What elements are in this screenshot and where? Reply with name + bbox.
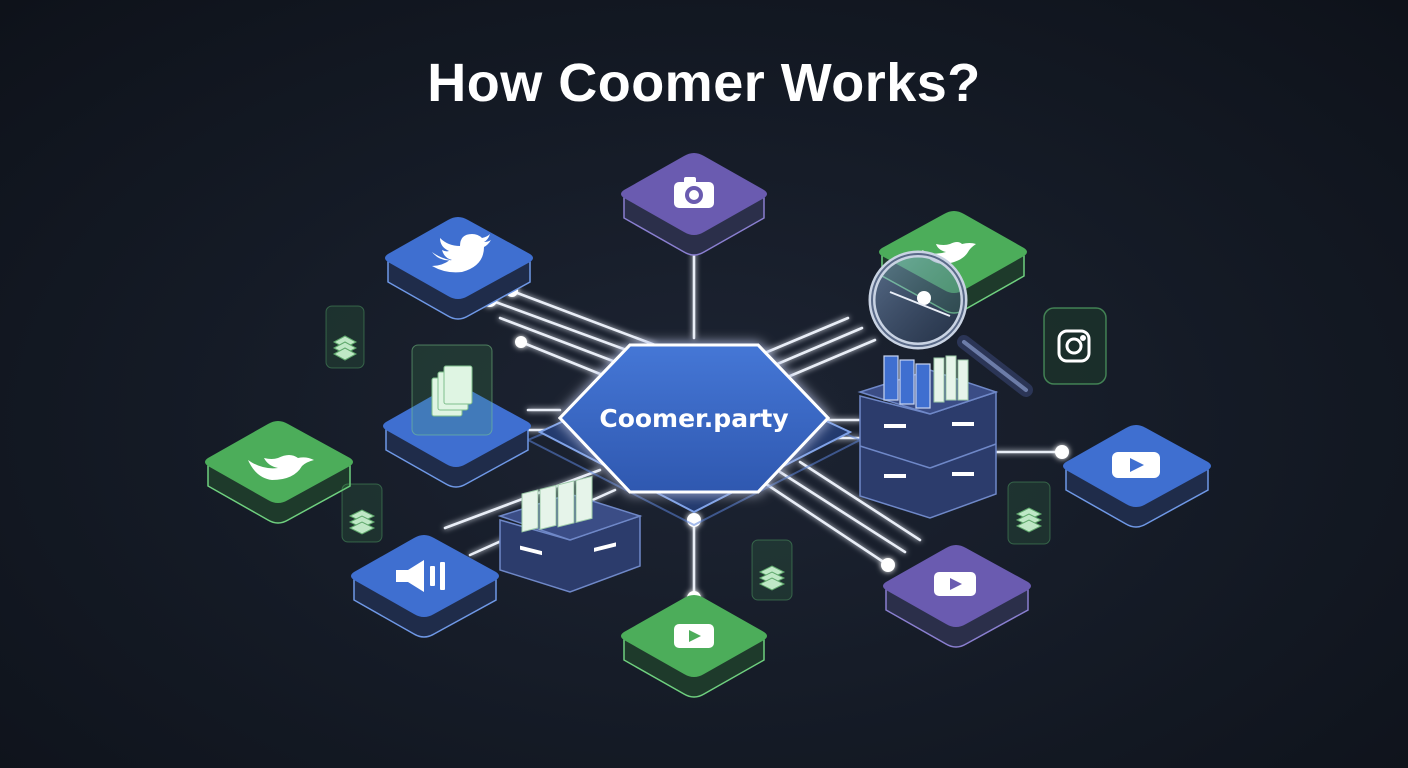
play-icon [1112,452,1160,478]
node-instagram-right[interactable] [1043,307,1107,385]
database-cube [341,483,383,543]
twitter-bird-icon [248,455,314,480]
instagram-icon [1057,329,1091,363]
hub-node[interactable]: Coomer.party [525,343,863,527]
file-stack-icon [431,365,473,417]
speaker-icon [396,560,445,592]
connector-dot [515,336,527,348]
play-icon [674,624,714,648]
document-stack-icon [521,475,593,533]
connector-dot [881,558,895,572]
connector-top-right [758,316,850,357]
twitter-bird-icon [432,234,491,273]
hub-label: Coomer.party [599,404,788,433]
connector-dot [1055,445,1069,459]
file-box-bottom-left [497,475,643,593]
binder-icon [883,355,931,409]
node-archive-left[interactable] [383,344,531,488]
node-audio-bottom-left[interactable] [351,535,499,638]
file-cabinet-right [857,355,999,519]
magnifier-icon [868,250,1033,397]
node-instagram-top[interactable] [621,153,767,256]
database-cube [325,305,365,369]
connector-bottom-right [758,478,890,567]
connector-top-left [488,298,642,357]
node-video-right[interactable] [1063,425,1211,528]
database-cube [1007,481,1051,545]
node-video-bottom[interactable] [621,595,767,698]
node-twitter-top-left[interactable] [385,217,533,320]
database-cube [751,539,793,601]
page-title: How Coomer Works? [427,53,981,113]
play-icon [934,572,976,596]
node-twitter-left[interactable] [205,421,353,524]
camera-icon [674,177,714,208]
node-video-bottom-right[interactable] [883,545,1031,648]
